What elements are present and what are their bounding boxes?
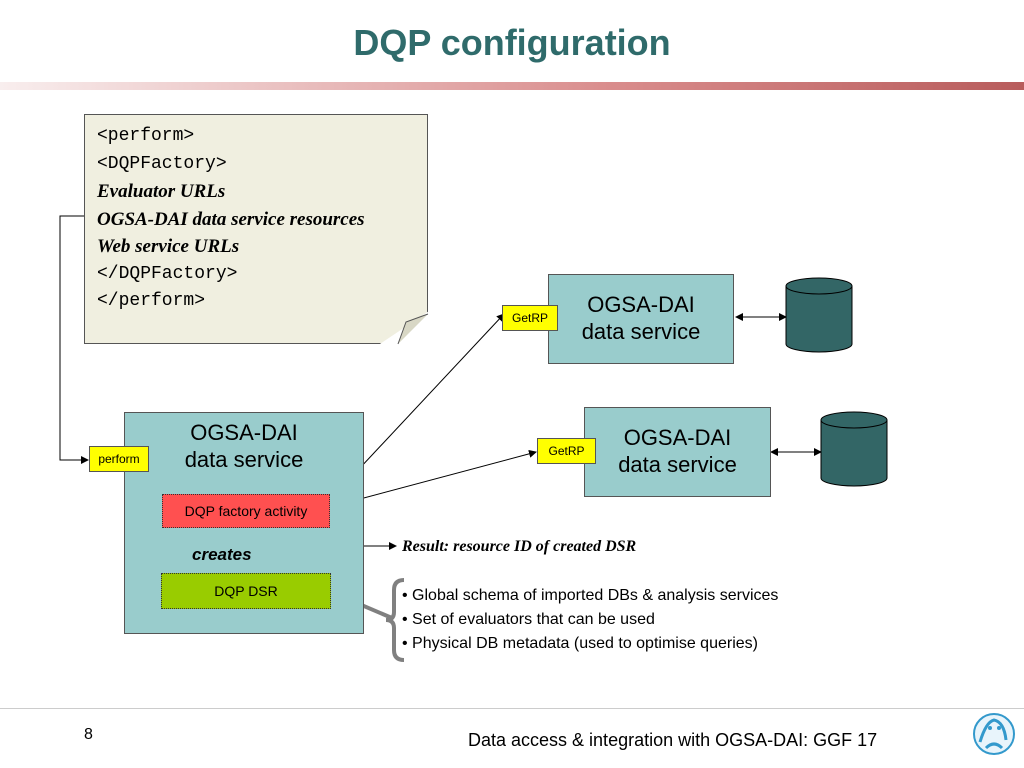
bullet-item-2: • Set of evaluators that can be used xyxy=(402,611,655,628)
title-underline-bar xyxy=(0,82,1024,90)
main-service-line2: data service xyxy=(184,447,304,472)
note-to-perform-line xyxy=(59,215,89,464)
note-line: </perform> xyxy=(97,291,206,311)
dsr-contents-list: • Global schema of imported DBs & analys… xyxy=(402,584,778,656)
remote-data-service-2: OGSA-DAI data service xyxy=(584,407,771,497)
remote-data-service-1: OGSA-DAI data service xyxy=(548,274,734,364)
note-line: OGSA-DAI data service resources xyxy=(97,208,365,230)
remote-service-1-line2: data service xyxy=(581,319,701,344)
bullet-item-3: • Physical DB metadata (used to optimise… xyxy=(402,635,758,652)
dqp-factory-activity: DQP factory activity xyxy=(162,494,330,528)
note-fold xyxy=(397,313,429,345)
bullets-brace xyxy=(385,578,405,662)
dqp-dsr-box: DQP DSR xyxy=(161,573,331,609)
footer-text: Data access & integration with OGSA-DAI:… xyxy=(468,730,878,750)
page-number: 8 xyxy=(84,726,93,743)
creates-label: creates xyxy=(192,545,252,564)
note-line: </DQPFactory> xyxy=(97,263,238,284)
perform-tag: perform xyxy=(89,446,149,472)
note-line: Web service URLs xyxy=(97,236,240,257)
factory-to-getrp2-arrow xyxy=(329,449,537,510)
result-label: Result: resource ID of created DSR xyxy=(402,538,637,555)
note-line: Evaluator URLs xyxy=(97,181,226,202)
ogsa-dai-logo xyxy=(973,713,1015,755)
remote-service-1-line1: OGSA-DAI xyxy=(587,292,695,317)
slide-title: DQP configuration xyxy=(353,22,671,63)
getrp-tag-2: GetRP xyxy=(537,438,596,464)
remote-service-2-line2: data service xyxy=(618,452,737,477)
getrp-tag-1: GetRP xyxy=(502,305,558,331)
database-2-icon xyxy=(820,411,888,487)
main-service-line1: OGSA-DAI xyxy=(190,420,298,445)
note-line: <DQPFactory> xyxy=(97,153,227,174)
bullet-item-1: • Global schema of imported DBs & analys… xyxy=(402,587,779,604)
database-1-icon xyxy=(785,277,853,353)
note-line: <perform> xyxy=(97,126,195,146)
remote-service-2-line1: OGSA-DAI xyxy=(623,425,732,450)
footer-divider xyxy=(0,708,1024,709)
